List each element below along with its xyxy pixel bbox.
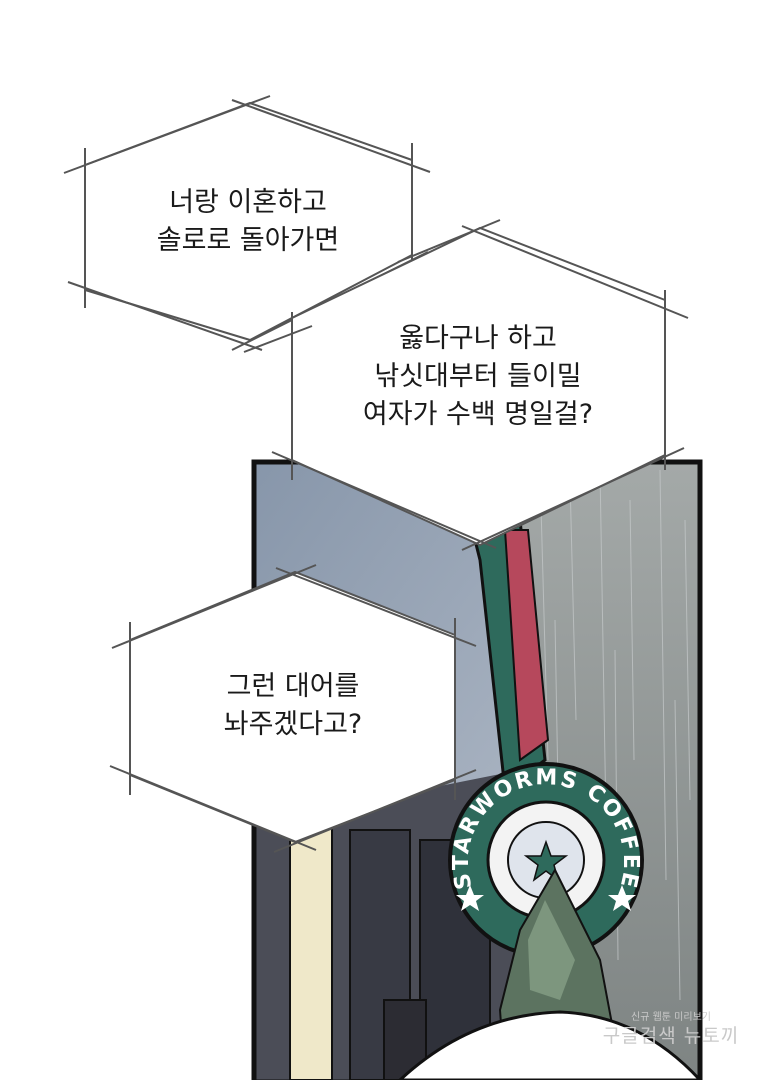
bubble-2-text: 옳다구나 하고 낚싯대부터 들이밀 여자가 수백 명일걸? xyxy=(318,320,638,434)
bubble-1-line-2: 솔로로 돌아가면 xyxy=(156,225,340,256)
cafe-sign xyxy=(448,762,644,958)
bubble-2-line-1: 옳다구나 하고 xyxy=(399,323,557,354)
comic-panel xyxy=(254,462,700,1080)
hex-bubble-3 xyxy=(109,564,477,853)
bubble-3-line-2: 놔주겠다고? xyxy=(223,709,363,740)
speech-bubble-bottom xyxy=(397,1010,703,1080)
bubble-3-text: 그런 대어를 놔주겠다고? xyxy=(162,668,424,744)
bubble-2-line-2: 낚싯대부터 들이밀 xyxy=(374,361,582,392)
hex-bubble-2 xyxy=(243,219,689,551)
watermark: 신규 웹툰 미리보기 구글검색 뉴토끼 xyxy=(596,1012,746,1048)
watermark-small: 신규 웹툰 미리보기 xyxy=(631,1012,711,1023)
bubble-3-line-1: 그런 대어를 xyxy=(226,671,360,702)
bubble-1-line-1: 너랑 이혼하고 xyxy=(169,187,327,218)
watermark-big: 구글검색 뉴토끼 xyxy=(602,1025,740,1047)
bubble-1-text: 너랑 이혼하고 솔로로 돌아가면 xyxy=(118,184,378,260)
bubble-2-line-3: 여자가 수백 명일걸? xyxy=(362,399,594,430)
